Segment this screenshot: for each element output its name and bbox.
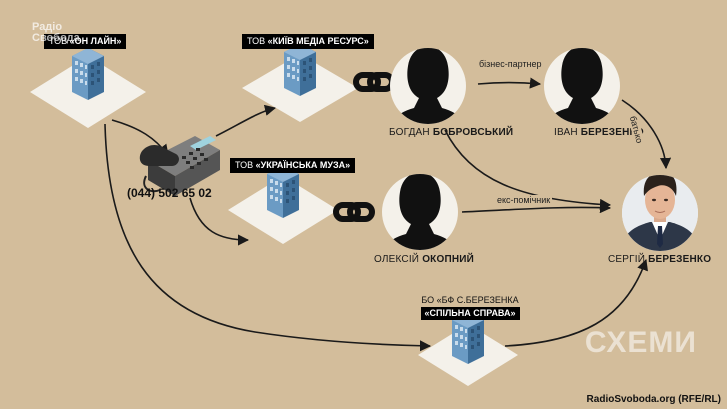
person-name-oleksii: ОЛЕКСІЙ ОКОПНИЙ: [374, 254, 475, 265]
company-tag-fund: БО «БФ С.БЕРЕЗЕНКА «СПІЛЬНА СПРАВА»: [420, 295, 520, 320]
relation-label-ex-assistant: екс-помічник: [495, 195, 553, 205]
edge-phone-ukrmuza: [189, 197, 250, 246]
company-tag-kyivmedia: ТОВ «КИЇВ МЕДІА РЕСУРС»: [242, 34, 374, 49]
shemy-logo: СХЕМИ: [584, 326, 697, 359]
person-name-bohdan: БОГДАН БОБРОВСЬКИЙ: [389, 127, 514, 138]
building-ukrmuza-icon: [267, 166, 299, 218]
person-photo: [622, 175, 698, 251]
chain-icon: [333, 202, 375, 222]
edge-fund-serhii: [504, 258, 648, 347]
edge-online-fund: [104, 123, 432, 352]
fund-name-line1: БО «БФ С.БЕРЕЗЕНКА: [421, 295, 519, 305]
fund-name-line2: «СПІЛЬНА СПРАВА»: [420, 307, 520, 320]
chain-icon: [353, 72, 395, 92]
edge-phone-kyivmedia: [215, 104, 277, 137]
person-name-serhii: СЕРГІЙ БЕРЕЗЕНКО: [608, 254, 712, 265]
radio-svoboda-watermark: Радіо Свобода: [32, 21, 80, 44]
edge-oleksii-serhii: [461, 202, 612, 214]
phone-icon: [139, 136, 220, 196]
company-tag-ukrmuza: ТОВ «УКРАЇНСЬКА МУЗА»: [230, 158, 356, 173]
person-name-ivan: ІВАН БЕРЕЗЕНКО: [554, 127, 644, 138]
credit-text: RadioSvoboda.org (RFE/RL): [586, 394, 721, 405]
phone-number: (044) 502 65 02: [127, 186, 212, 200]
edge-ivan-serhii: [621, 99, 672, 170]
building-kyivmedia-icon: [284, 44, 316, 96]
edge-bohdan-ivan: [477, 77, 542, 89]
company-tag-online: ТОВ «ОН ЛАЙН»: [44, 34, 127, 49]
edge-bohdan-serhii: [444, 129, 612, 211]
building-online-icon: [72, 48, 104, 100]
relation-label-business-partner: бізнес-партнер: [477, 59, 544, 69]
